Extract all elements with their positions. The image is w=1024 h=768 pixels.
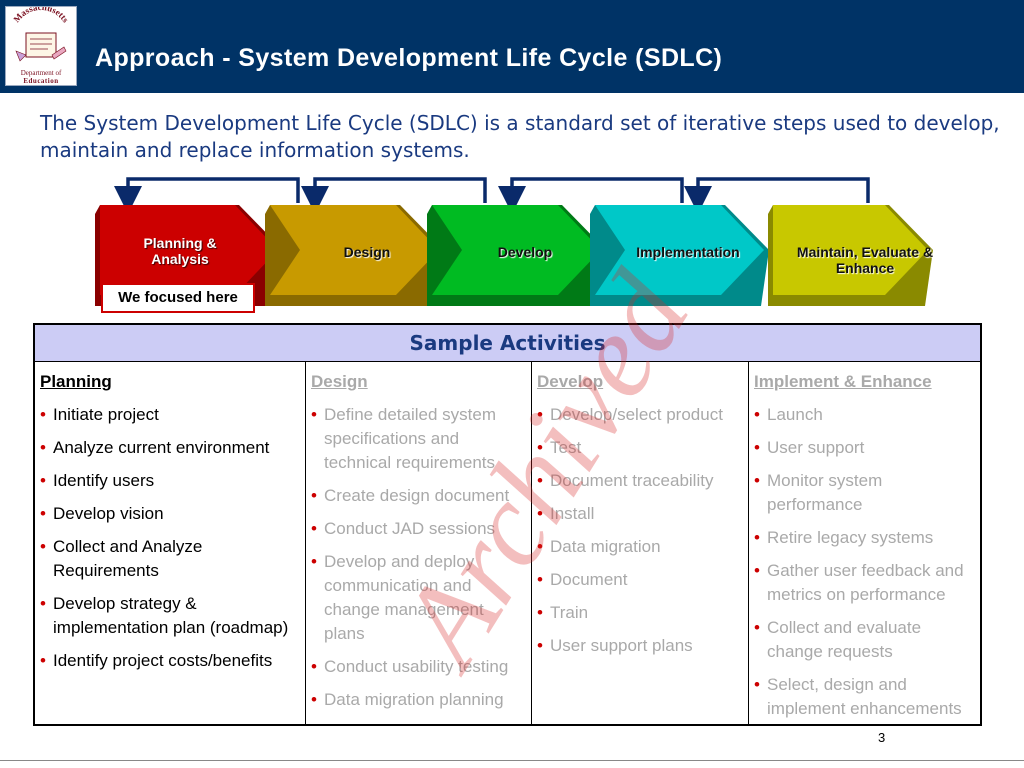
- stage-label-planning: Planning & Analysis: [143, 235, 217, 267]
- logo-line2: Education: [23, 77, 59, 85]
- stage-chevron-planning: [95, 205, 283, 306]
- sdlc-flow-diagram: Planning & Analysis Design Develop Imple…: [0, 170, 1024, 320]
- list-item: Collect and evaluate change requests: [754, 616, 978, 664]
- intro-text: The System Development Life Cycle (SDLC)…: [40, 111, 1000, 162]
- list-item: Analyze current environment: [40, 436, 301, 460]
- stage-chevron-implementation: [590, 205, 769, 306]
- activities-table: Sample Activities Planning Initiate proj…: [33, 323, 982, 726]
- list-item: Gather user feedback and metrics on perf…: [754, 559, 978, 607]
- massachusetts-doe-logo: Massachusetts Department of Education: [5, 6, 77, 86]
- feedback-arrow: [498, 177, 684, 214]
- list-item: Select, design and implement enhancement…: [754, 673, 978, 721]
- list-item: Test: [537, 436, 744, 460]
- list-item: Document traceability: [537, 469, 744, 493]
- stage-chevron-maintain: [768, 205, 933, 306]
- list-item: Retire legacy systems: [754, 526, 978, 550]
- list-item: Launch: [754, 403, 978, 427]
- feedback-arrow: [301, 177, 487, 214]
- list-item: Document: [537, 568, 744, 592]
- list-item: Conduct usability testing: [311, 655, 527, 679]
- logo-emblem: Massachusetts: [11, 7, 71, 62]
- stage-label-design: Design: [343, 244, 391, 260]
- column-title: Develop: [537, 372, 604, 391]
- list-item: Data migration planning: [311, 688, 527, 712]
- list-item: Develop/select product: [537, 403, 744, 427]
- stage-label-maintain: Maintain, Evaluate & Enhance: [796, 244, 934, 276]
- list-item: Collect and Analyze Requirements: [40, 535, 301, 583]
- column-title: Implement & Enhance: [754, 372, 932, 391]
- list-item: User support: [754, 436, 978, 460]
- activity-column-planning: Planning Initiate project Analyze curren…: [35, 362, 305, 724]
- list-item: Develop and deploy communication and cha…: [311, 550, 527, 646]
- column-title: Design: [311, 372, 368, 391]
- list-item: Train: [537, 601, 744, 625]
- list-item: Develop vision: [40, 502, 301, 526]
- feedback-arrow: [684, 177, 870, 214]
- feedback-arrow: [114, 177, 300, 214]
- page-number: 3: [878, 730, 886, 745]
- logo-line1: Department of: [20, 69, 62, 77]
- list-item: Create design document: [311, 484, 527, 508]
- list-item: Install: [537, 502, 744, 526]
- list-item: Identify users: [40, 469, 301, 493]
- list-item: User support plans: [537, 634, 744, 658]
- column-title: Planning: [40, 372, 112, 391]
- list-item: Conduct JAD sessions: [311, 517, 527, 541]
- activity-column-develop: Develop Develop/select product Test Docu…: [531, 362, 748, 724]
- list-item: Develop strategy & implementation plan (…: [40, 592, 301, 640]
- svg-text:Massachusetts: Massachusetts: [11, 7, 71, 25]
- stage-label-implementation: Implementation: [636, 244, 740, 260]
- list-item: Define detailed system specifications an…: [311, 403, 527, 475]
- page-title: Approach - System Development Life Cycle…: [95, 44, 723, 72]
- list-item: Identify project costs/benefits: [40, 649, 301, 673]
- table-header: Sample Activities: [35, 325, 980, 362]
- logo-arc-text: Massachusetts: [11, 7, 71, 25]
- stage-chevron-design: [265, 205, 444, 306]
- footer-divider: [0, 760, 1024, 761]
- focus-callout: We focused here: [101, 283, 255, 313]
- header-bar: Massachusetts Department of Education Ap…: [0, 0, 1024, 93]
- stage-label-develop: Develop: [497, 244, 553, 260]
- stage-chevron-develop: [427, 205, 606, 306]
- list-item: Monitor system performance: [754, 469, 978, 517]
- list-item: Initiate project: [40, 403, 301, 427]
- list-item: Data migration: [537, 535, 744, 559]
- activity-column-implement: Implement & Enhance Launch User support …: [748, 362, 982, 724]
- activity-column-design: Design Define detailed system specificat…: [305, 362, 531, 724]
- flow-graphic: [95, 177, 933, 306]
